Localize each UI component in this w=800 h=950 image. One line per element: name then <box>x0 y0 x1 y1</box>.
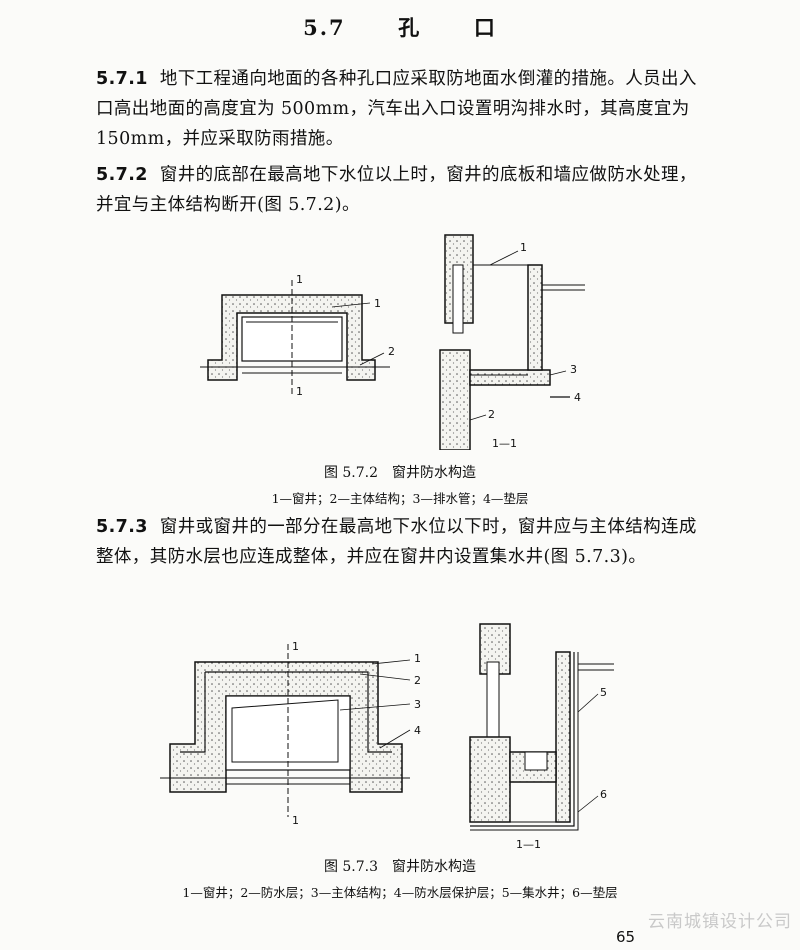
section-mark-top: 1 <box>292 640 299 653</box>
callout-1: 1 <box>414 652 421 665</box>
clause-number: 5.7.2 <box>96 165 148 185</box>
figure-5-7-2-caption: 图 5.7.2 窗井防水构造 <box>323 465 477 481</box>
section-view <box>469 623 614 831</box>
clause-text: 地下工程通向地面的各种孔口应采取防地面水倒灌的措施。人员出入口高出地面的高度宜为… <box>96 69 697 149</box>
section-title-char-1: 孔 <box>398 15 422 40</box>
callout-2: 2 <box>414 674 421 687</box>
plan-view <box>160 644 411 817</box>
callout-1: 1 <box>374 297 381 310</box>
callout-6: 6 <box>600 788 607 801</box>
figure-5-7-3-drawing: 1 1 1 2 3 4 5 6 1—1 <box>160 623 614 851</box>
section-view <box>439 234 585 450</box>
callout-4: 4 <box>414 724 421 737</box>
clause-text: 窗井的底部在最高地下水位以上时，窗井的底板和墙应做防水处理，并宜与主体结构断开(… <box>96 165 697 215</box>
clause-number: 5.7.1 <box>96 69 148 89</box>
section-mark-bottom: 1 <box>292 814 299 827</box>
clause-text: 窗井或窗井的一部分在最高地下水位以下时，窗井应与主体结构连成整体，其防水层也应连… <box>96 517 697 567</box>
section-label: 1—1 <box>516 838 541 851</box>
section-number: 5.7 <box>303 15 346 40</box>
figure-5-7-2-drawing: 1 1 1 2 1 3 4 2 1—1 <box>200 234 585 450</box>
watermark: 云南城镇设计公司 <box>648 912 792 932</box>
section-label: 1—1 <box>492 437 517 450</box>
callout-section-2: 2 <box>488 408 495 421</box>
section-mark-top: 1 <box>296 273 303 286</box>
figure-5-7-3-caption: 图 5.7.3 窗井防水构造 <box>323 859 477 875</box>
callout-section-1: 1 <box>520 241 527 254</box>
clause-number: 5.7.3 <box>96 517 148 537</box>
callout-5: 5 <box>600 686 607 699</box>
figure-5-7-3-legend: 1—窗井；2—防水层；3—主体结构；4—防水层保护层；5—集水井；6—垫层 <box>182 885 618 900</box>
section-title: 5.7 孔 口 <box>0 12 800 42</box>
plan-view <box>200 280 390 397</box>
callout-4: 4 <box>574 391 581 404</box>
callout-3: 3 <box>414 698 421 711</box>
figure-5-7-2-legend: 1—窗井；2—主体结构；3—排水管；4—垫层 <box>271 491 529 506</box>
page-number: 65 <box>616 928 636 946</box>
section-mark-bottom: 1 <box>296 385 303 398</box>
callout-3: 3 <box>570 363 577 376</box>
callout-2: 2 <box>388 345 395 358</box>
section-title-char-2: 口 <box>473 15 497 40</box>
